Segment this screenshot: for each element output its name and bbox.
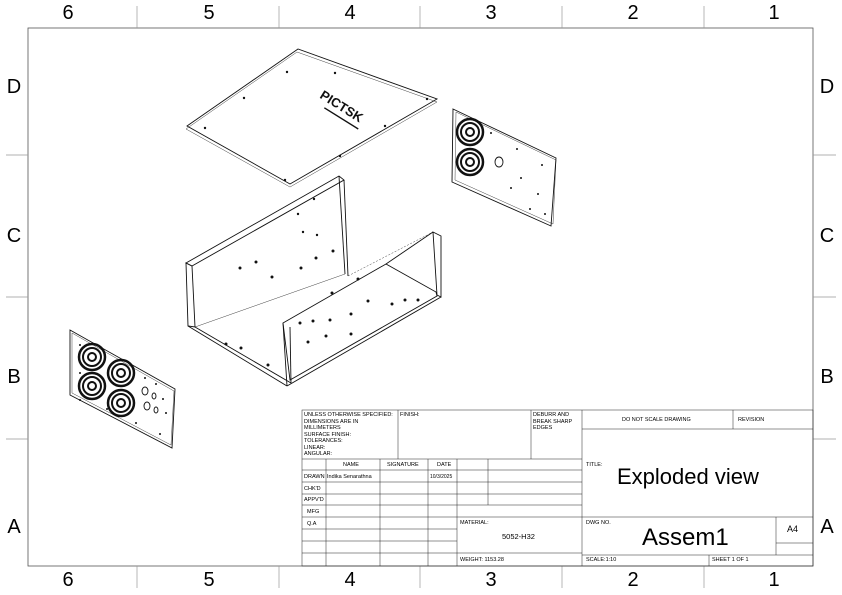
zone-col-top-4: 4: [344, 2, 356, 24]
drawn-name: Indika Senarathna: [327, 474, 372, 480]
fan-grille-l3: [106, 358, 136, 388]
row-appvd-label: APPV'D: [304, 497, 324, 503]
zone-col-bottom-6: 6: [62, 569, 74, 591]
zone-row-left-D: D: [6, 76, 22, 98]
sheet-label: SHEET 1 OF 1: [712, 557, 749, 563]
lid-logo-text: PICTSK: [317, 87, 366, 125]
zone-col-bottom-2: 2: [627, 569, 639, 591]
title-label: TITLE:: [586, 462, 603, 468]
dwg-no-label: DWG NO.: [586, 520, 611, 526]
fan-grille-l1: [77, 342, 107, 372]
zone-row-right-C: C: [819, 225, 835, 247]
left-fan-panel: [69, 329, 176, 449]
row-chkd-label: CHK'D: [304, 486, 321, 492]
zone-row-left-A: A: [7, 516, 21, 538]
material-value: 5052-H32: [502, 532, 535, 541]
weight-label: WEIGHT: 1153.28: [460, 557, 504, 563]
top-lid-panel: [185, 48, 439, 188]
col-date-header: DATE: [437, 462, 452, 468]
top-lid-holes: [203, 70, 429, 182]
material-label: MATERIAL:: [460, 520, 489, 526]
zone-row-right-B: B: [820, 366, 834, 388]
revision-label: REVISION: [738, 417, 765, 423]
finish-label: FINISH:: [400, 412, 420, 418]
zone-row-left-B: B: [7, 366, 21, 388]
scale-label: SCALE:1:10: [586, 557, 617, 563]
col-signature-header: SIGNATURE: [387, 462, 419, 468]
dwg-no-value: Assem1: [642, 524, 729, 551]
deburr-note: DEBURR AND BREAK SHARP EDGES: [533, 412, 573, 431]
zone-col-bottom-1: 1: [768, 569, 780, 591]
chassis-holes: [224, 197, 420, 367]
zone-col-top-6: 6: [62, 2, 74, 24]
right-panel-holes: [490, 132, 546, 215]
fan-grille-r1: [455, 117, 485, 147]
right-fan-panel: [451, 108, 557, 227]
row-qa-label: Q.A: [307, 521, 317, 527]
zone-col-top-2: 2: [627, 2, 639, 24]
zone-col-top-1: 1: [768, 2, 780, 24]
left-panel-holes: [79, 344, 167, 435]
drawn-date: 10/3/2025: [430, 474, 453, 480]
top-lid-logo: PICTSK: [317, 87, 366, 130]
chassis-body: [185, 175, 442, 387]
zone-row-right-A: A: [820, 516, 834, 538]
fan-grille-l2: [77, 371, 107, 401]
row-mfg-label: MFG: [307, 509, 320, 515]
zone-row-left-C: C: [6, 225, 22, 247]
zone-col-bottom-3: 3: [485, 569, 497, 591]
tolerances-note: UNLESS OTHERWISE SPECIFIED: DIMENSIONS A…: [304, 412, 393, 457]
zone-col-bottom-4: 4: [344, 569, 356, 591]
col-name-header: NAME: [343, 462, 359, 468]
zone-row-right-D: D: [819, 76, 835, 98]
do-not-scale-label: DO NOT SCALE DRAWING: [622, 417, 691, 423]
sheet-size: A4: [787, 524, 799, 534]
zone-col-top-3: 3: [485, 2, 497, 24]
fan-grille-r2: [455, 147, 485, 177]
fan-grille-l4: [106, 388, 136, 418]
row-drawn-label: DRAWN: [304, 474, 325, 480]
zone-ticks: [6, 6, 836, 588]
zone-col-top-5: 5: [203, 2, 215, 24]
title-block: [301, 409, 814, 567]
drawing-title: Exploded view: [617, 464, 759, 489]
zone-col-bottom-5: 5: [203, 569, 215, 591]
